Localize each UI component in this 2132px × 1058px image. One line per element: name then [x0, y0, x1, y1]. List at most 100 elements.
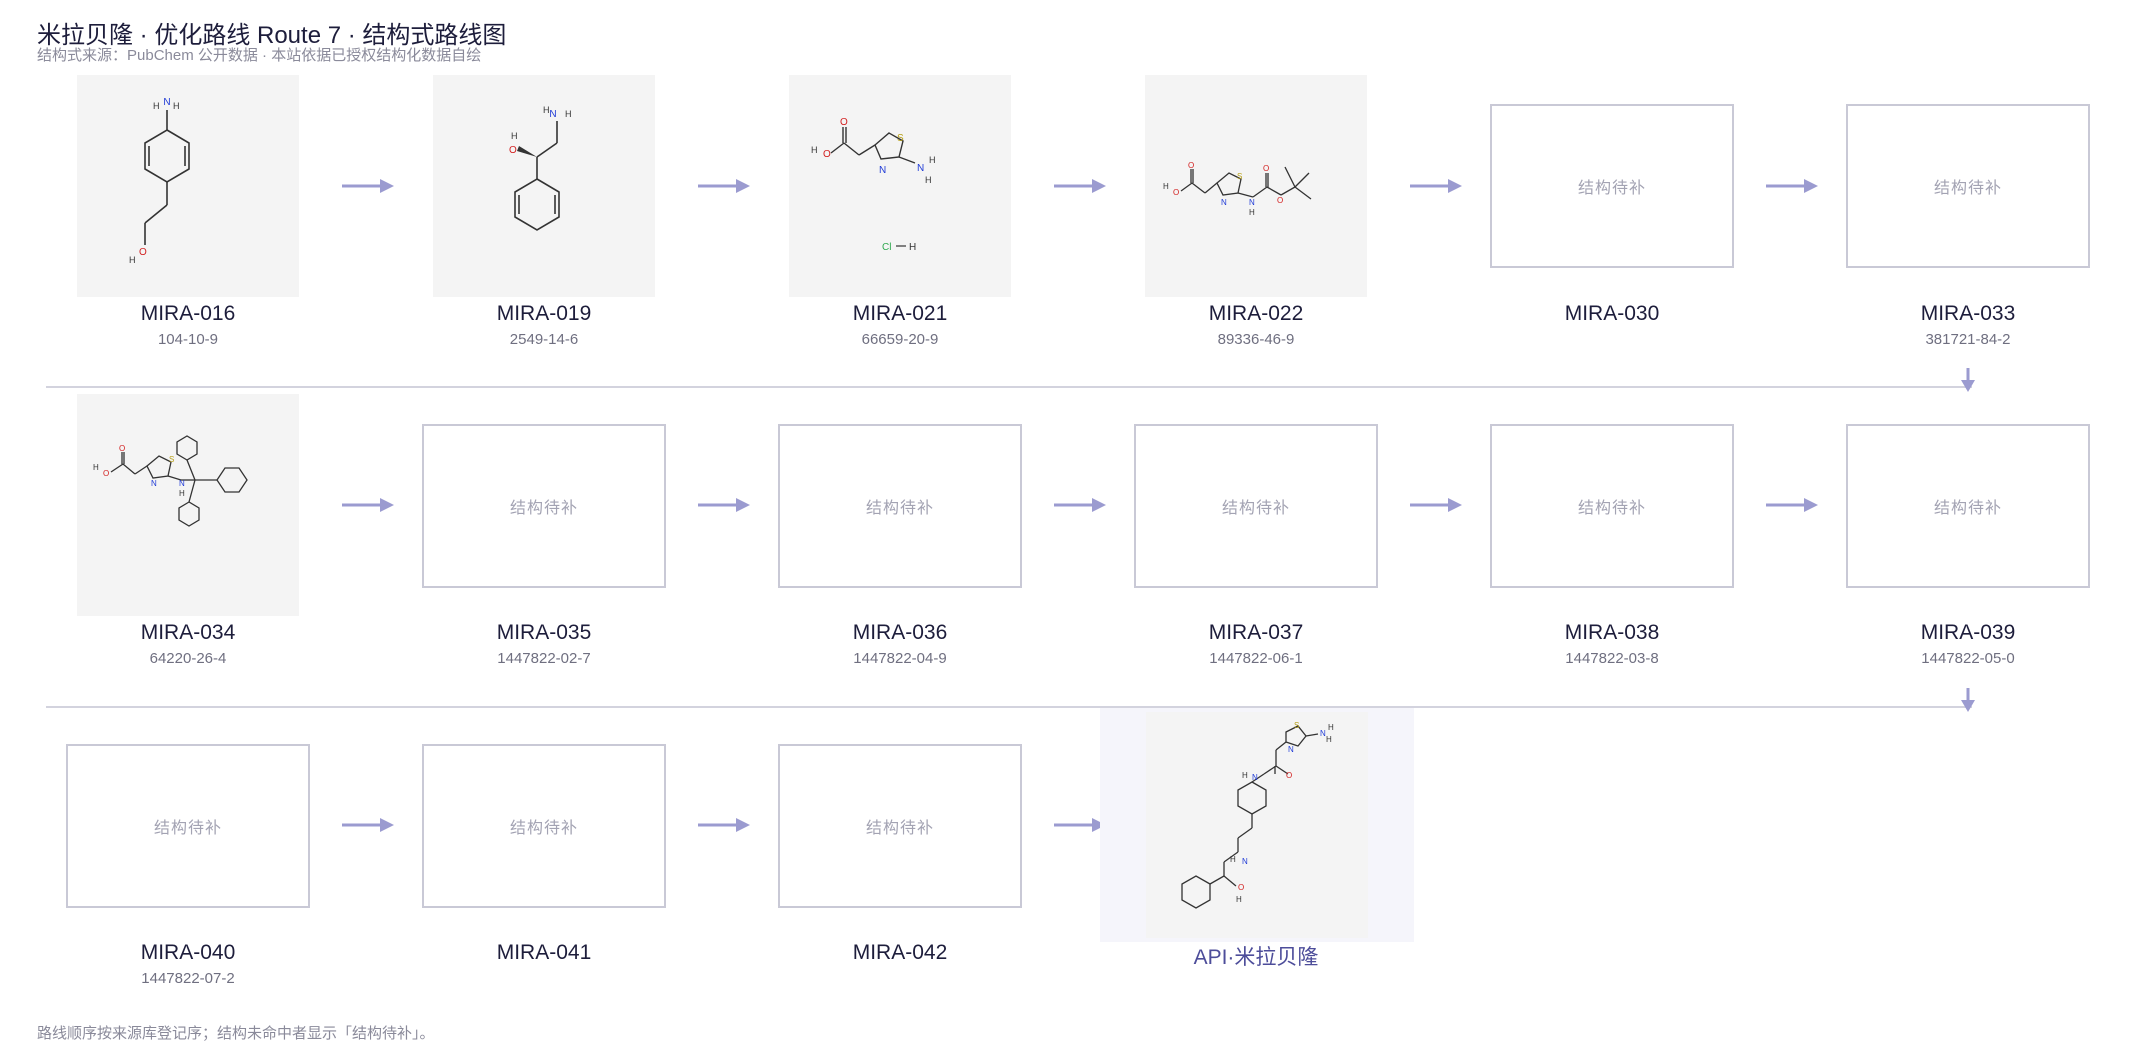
row-separator [46, 386, 1972, 388]
atom-label: N [1288, 745, 1294, 754]
structure-placeholder: 结构待补 [1846, 424, 2090, 588]
atom-label: O [1188, 161, 1194, 170]
atom-label: O [1173, 188, 1179, 197]
arrow-down-icon [1959, 688, 1977, 712]
structure-image-mira-019: N H H O H [433, 75, 655, 297]
structure-placeholder: 结构待补 [778, 744, 1022, 908]
structure-placeholder: 结构待补 [422, 424, 666, 588]
atom-label: H [929, 155, 936, 165]
compound-cas: 2549-14-6 [509, 331, 579, 348]
compound-name: MIRA-022 [1208, 302, 1304, 325]
structure-image-mira-022: O O H S N N H O O [1145, 75, 1367, 297]
compound-cas: 89336-46-9 [1217, 331, 1295, 348]
atom-label: H [93, 463, 99, 472]
atom-label: H [173, 101, 180, 111]
compound-name: MIRA-039 [1920, 621, 2016, 644]
atom-label: N [179, 479, 185, 488]
atom-label: N [151, 479, 157, 488]
compound-name: MIRA-033 [1920, 302, 2016, 325]
atom-label: N [917, 163, 924, 174]
compound-name: MIRA-021 [852, 302, 948, 325]
atom-label: H [925, 175, 932, 185]
compound-cas: 381721-84-2 [1925, 331, 2011, 348]
atom-label: H [129, 255, 136, 265]
atom-label: O [1277, 196, 1283, 205]
arrow-right-icon [1054, 817, 1106, 833]
atom-label: N [1320, 729, 1326, 738]
atom-label: N [549, 109, 556, 120]
structure-placeholder: 结构待补 [1134, 424, 1378, 588]
compound-name: MIRA-034 [140, 621, 236, 644]
atom-label: O [840, 117, 848, 128]
atom-label: O [509, 145, 517, 156]
atom-label: H [565, 109, 572, 119]
structure-placeholder: 结构待补 [1846, 104, 2090, 268]
arrow-right-icon [1054, 497, 1106, 513]
compound-name: MIRA-037 [1208, 621, 1304, 644]
structure-placeholder: 结构待补 [778, 424, 1022, 588]
atom-label: S [1237, 172, 1242, 181]
compound-cas: 66659-20-9 [861, 331, 939, 348]
arrow-right-icon [698, 497, 750, 513]
atom-label: N [1221, 198, 1227, 207]
atom-label: O [1286, 771, 1292, 780]
atom-label: H [811, 145, 818, 155]
arrow-right-icon [1766, 178, 1818, 194]
atom-label: H [153, 101, 160, 111]
arrow-right-icon [1410, 178, 1462, 194]
structure-image-api: S N N H H O N H N H O H [1146, 712, 1368, 938]
atom-label: O [1263, 164, 1269, 173]
compound-cas: 1447822-07-2 [141, 970, 235, 987]
atom-label: H [909, 242, 916, 253]
structure-placeholder: 结构待补 [66, 744, 310, 908]
atom-label: N [163, 97, 170, 108]
compound-cas: 1447822-06-1 [1209, 650, 1303, 667]
atom-label: H [543, 105, 550, 115]
compound-name: MIRA-040 [140, 941, 236, 964]
compound-name: MIRA-016 [140, 302, 236, 325]
atom-label: O [823, 149, 831, 160]
atom-label: H [1242, 771, 1248, 780]
compound-name: MIRA-035 [496, 621, 592, 644]
page-subtitle: 结构式来源：PubChem 公开数据 · 本站依据已授权结构化数据自绘 [37, 47, 482, 64]
atom-label: H [1326, 735, 1332, 744]
arrow-right-icon [1410, 497, 1462, 513]
row-separator [46, 706, 1972, 708]
page-title: 米拉贝隆 · 优化路线 Route 7 · 结构式路线图 [37, 22, 507, 49]
atom-label: S [897, 133, 904, 144]
compound-name: MIRA-041 [496, 941, 592, 964]
atom-label: N [1249, 198, 1255, 207]
compound-cas: 104-10-9 [157, 331, 219, 348]
atom-label: H [511, 131, 518, 141]
arrow-right-icon [342, 497, 394, 513]
atom-label: O [103, 469, 109, 478]
compound-name: MIRA-038 [1564, 621, 1660, 644]
arrow-right-icon [1054, 178, 1106, 194]
atom-label: S [1294, 721, 1299, 730]
footer-note: 路线顺序按来源库登记序；结构未命中者显示「结构待补」。 [37, 1025, 435, 1042]
atom-label: H [1236, 895, 1242, 904]
compound-name: API·米拉贝隆 [1193, 946, 1319, 969]
compound-name: MIRA-036 [852, 621, 948, 644]
structure-placeholder: 结构待补 [1490, 104, 1734, 268]
compound-cas: 1447822-04-9 [853, 650, 947, 667]
compound-name: MIRA-030 [1564, 302, 1660, 325]
compound-cas: 1447822-03-8 [1565, 650, 1659, 667]
compound-cas: 1447822-02-7 [497, 650, 591, 667]
arrow-right-icon [698, 817, 750, 833]
atom-label: Cl [882, 242, 891, 253]
atom-label: H [1249, 208, 1255, 217]
atom-label: N [1252, 773, 1258, 782]
compound-name: MIRA-019 [496, 302, 592, 325]
atom-label: N [1242, 857, 1248, 866]
structure-placeholder: 结构待补 [422, 744, 666, 908]
structure-image-mira-021: O O H S N N H H Cl H [789, 75, 1011, 297]
compound-cas: 1447822-05-0 [1921, 650, 2015, 667]
structure-image-mira-034: O O H S N N H [77, 394, 299, 616]
atom-label: H [179, 489, 185, 498]
atom-label: H [1328, 723, 1334, 732]
compound-cas: 64220-26-4 [149, 650, 227, 667]
atom-label: O [119, 444, 125, 453]
arrow-right-icon [1766, 497, 1818, 513]
arrow-down-icon [1959, 368, 1977, 392]
